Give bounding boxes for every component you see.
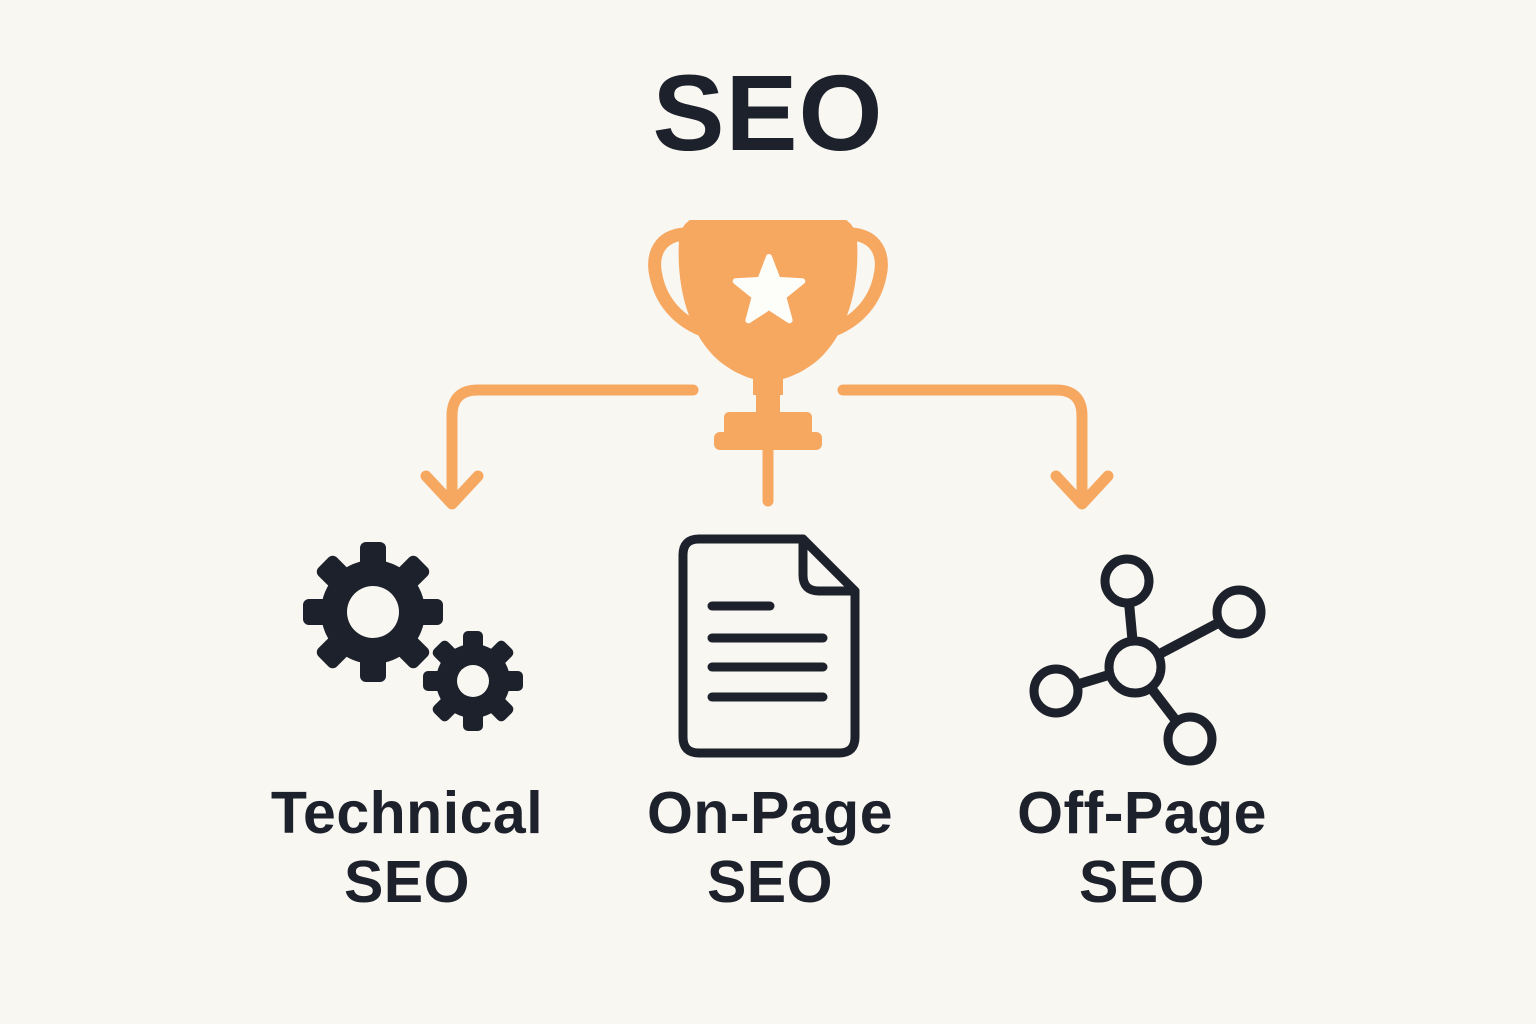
gears-icon <box>303 542 523 731</box>
connector-right-arrow <box>837 384 1114 510</box>
branch-label-technical-seo: Technical SEO <box>227 779 587 917</box>
network-icon <box>1029 554 1266 766</box>
branch-label-on-page-seo: On-Page SEO <box>590 779 950 917</box>
branch-label-line: Off-Page <box>1017 780 1267 846</box>
branch-label-off-page-seo: Off-Page SEO <box>962 779 1322 917</box>
branch-label-line: SEO <box>1078 849 1206 915</box>
branch-label-line: On-Page <box>646 780 894 846</box>
page-title: SEO <box>652 52 884 173</box>
branch-label-line: SEO <box>706 849 834 915</box>
document-icon <box>678 534 860 758</box>
trophy-icon <box>648 220 888 450</box>
star-icon <box>732 254 806 324</box>
branch-label-line: SEO <box>343 849 471 915</box>
connector-left-arrow <box>420 384 699 510</box>
branch-label-line: Technical <box>270 780 544 846</box>
